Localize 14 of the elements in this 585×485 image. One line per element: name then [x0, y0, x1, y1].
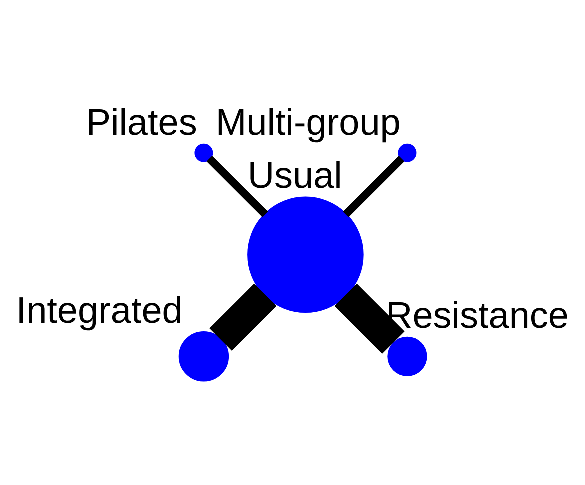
connector: [210, 283, 277, 350]
connector: [206, 155, 268, 217]
node-label: Multi-group: [216, 102, 401, 143]
node-label: Usual: [248, 154, 342, 196]
node-circle: [388, 336, 428, 376]
node-label: Integrated: [16, 289, 183, 330]
node-circle: [194, 143, 214, 162]
connector: [334, 283, 405, 354]
node-circle: [398, 143, 417, 162]
node-circle: [248, 196, 364, 313]
node-label: Resistance: [386, 294, 569, 336]
connector: [343, 155, 405, 217]
node-label: Pilates: [86, 102, 198, 143]
node-circle: [178, 331, 230, 382]
